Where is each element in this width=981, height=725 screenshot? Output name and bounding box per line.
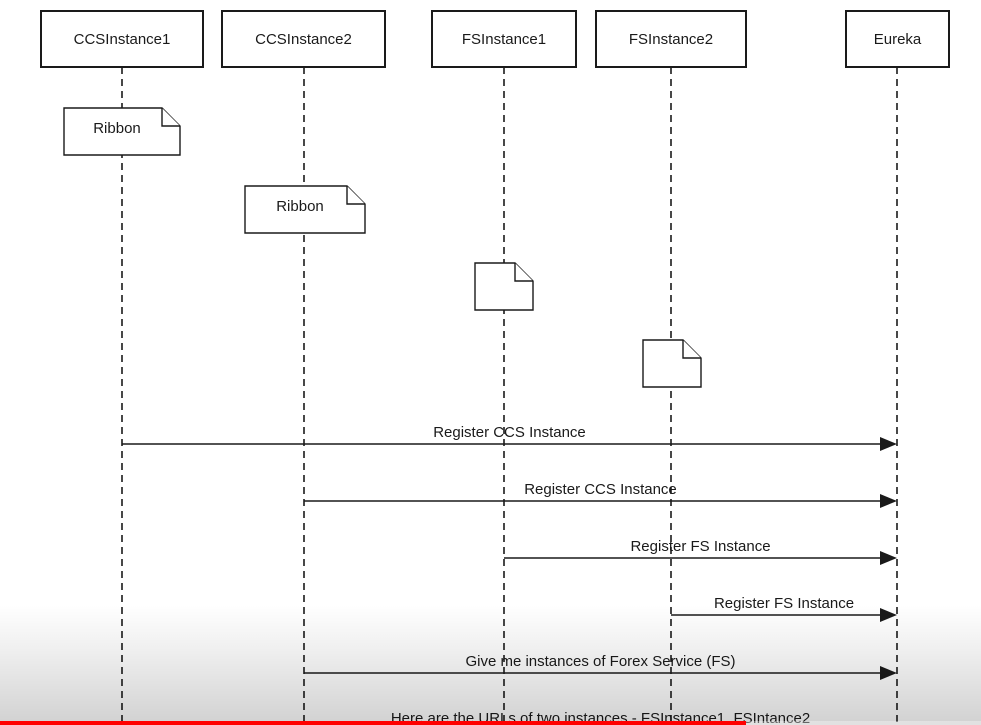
message-5: Give me instances of Forex Service (FS) [304,653,897,680]
actor-box [845,10,950,68]
note-fold [514,263,533,282]
note-ccs2: Ribbon [244,185,366,234]
note-shape [63,107,181,156]
note-fs1 [474,262,534,311]
note-fold [682,340,701,359]
actor-label: CCSInstance2 [255,31,352,48]
message-2: Register CCS Instance [304,481,897,508]
actor-box [431,10,577,68]
note-shape [244,185,366,234]
actor-fs2: FSInstance2 [595,10,747,68]
note-shape [474,262,534,311]
lifelines [121,67,898,725]
actor-box [221,10,386,68]
note-fs2 [642,339,702,388]
actor-label: Eureka [874,31,922,48]
actor-ccs2: CCSInstance2 [221,10,386,68]
message-label: Register CCS Instance [433,424,586,441]
arrowhead-icon [880,551,897,565]
video-progress-fill [0,721,746,725]
actor-headers: CCSInstance1 CCSInstance2 FSInstance1 FSIns… [40,10,950,68]
video-progress-bar[interactable] [0,721,981,725]
message-4: Register FS Instance [671,595,897,622]
actor-eureka: Eureka [845,10,950,68]
actor-ccs1: CCSInstance1 [40,10,204,68]
note-fold [161,108,180,127]
message-label: Give me instances of Forex Service (FS) [465,653,735,670]
actor-label: FSInstance1 [462,31,546,48]
arrowhead-icon [880,494,897,508]
note-label: Ribbon [276,198,324,215]
actor-label: CCSInstance1 [74,31,171,48]
actor-label: FSInstance2 [629,31,713,48]
message-label: Register FS Instance [714,595,854,612]
note-label: Ribbon [93,120,141,137]
message-3: Register FS Instance [504,538,897,565]
message-label: Register FS Instance [630,538,770,555]
note-ccs1: Ribbon [63,107,181,156]
note-fold [346,186,365,205]
actor-box [40,10,204,68]
actor-box [595,10,747,68]
arrowhead-icon [880,608,897,622]
actor-fs1: FSInstance1 [431,10,577,68]
arrowhead-icon [880,437,897,451]
message-1: Register CCS Instance [122,424,897,451]
note-shape [642,339,702,388]
message-label: Register CCS Instance [524,481,677,498]
arrowhead-icon [880,666,897,680]
